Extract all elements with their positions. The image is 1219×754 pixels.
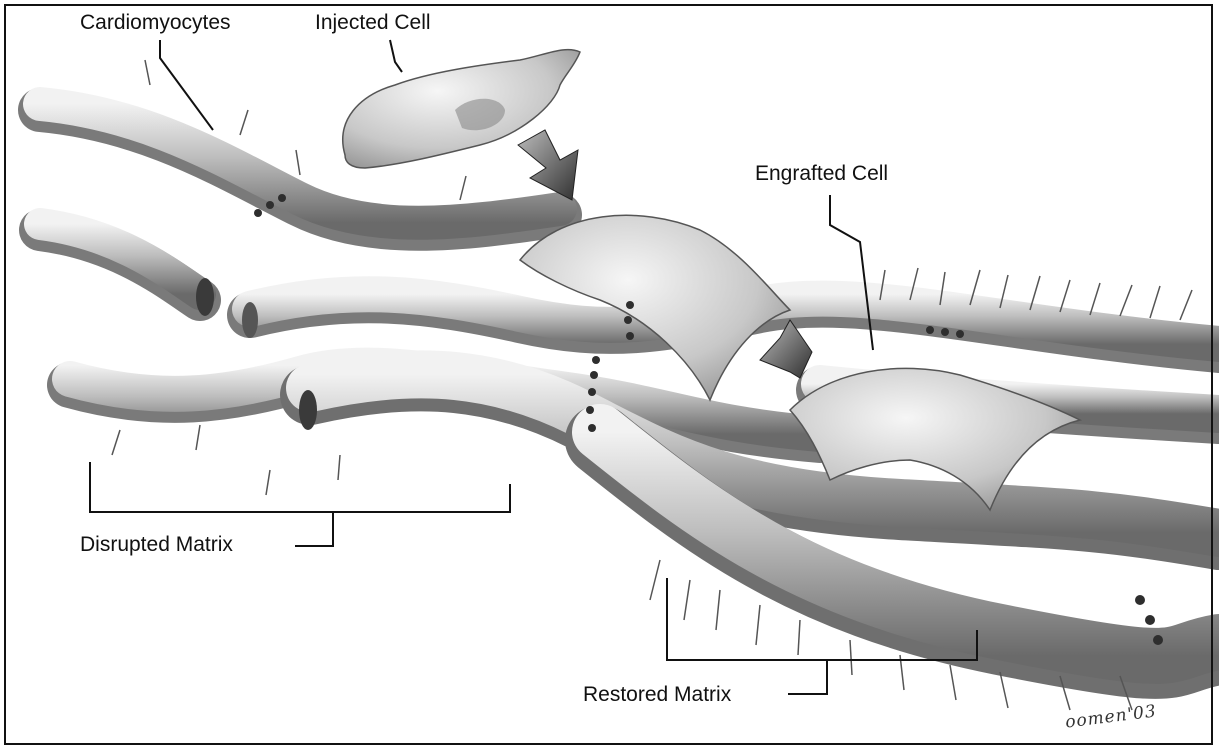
label-injected-cell: Injected Cell <box>315 12 431 33</box>
label-cardiomyocytes: Cardiomyocytes <box>80 12 231 33</box>
label-engrafted-cell: Engrafted Cell <box>755 163 888 184</box>
label-restored-matrix: Restored Matrix <box>583 684 731 705</box>
figure-border <box>4 4 1213 745</box>
label-disrupted-matrix: Disrupted Matrix <box>80 534 233 555</box>
